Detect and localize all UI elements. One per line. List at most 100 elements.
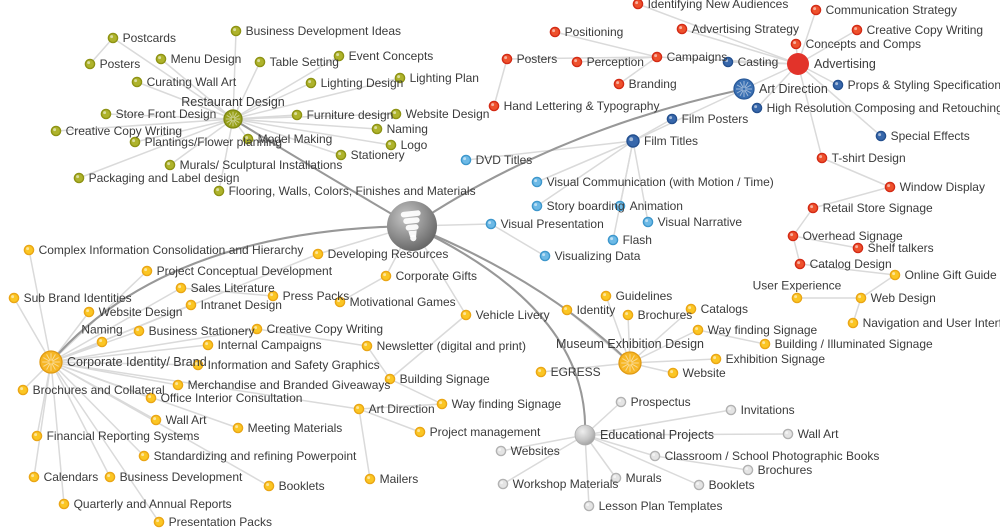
node-dot[interactable] (889, 269, 901, 281)
node-dot[interactable] (361, 340, 373, 352)
node-dot[interactable] (364, 473, 376, 485)
node-dot[interactable] (164, 159, 176, 171)
node[interactable] (832, 79, 844, 91)
node[interactable] (607, 234, 619, 246)
node-dot[interactable] (497, 478, 509, 490)
node[interactable] (305, 77, 317, 89)
node[interactable] (390, 108, 402, 120)
node[interactable] (488, 100, 500, 112)
node[interactable] (460, 154, 472, 166)
node-dot[interactable] (790, 38, 802, 50)
node-dot[interactable] (607, 234, 619, 246)
node-dot[interactable] (693, 479, 705, 491)
node[interactable] (667, 367, 679, 379)
node-dot[interactable] (202, 339, 214, 351)
node-dot[interactable] (263, 480, 275, 492)
hub-node[interactable] (223, 109, 243, 129)
node[interactable] (614, 200, 626, 212)
node[interactable] (531, 200, 543, 212)
node[interactable] (794, 258, 806, 270)
node[interactable] (58, 498, 70, 510)
node[interactable] (364, 473, 376, 485)
node-dot[interactable] (832, 79, 844, 91)
node[interactable] (583, 500, 595, 512)
node[interactable] (371, 123, 383, 135)
node-dot[interactable] (23, 244, 35, 256)
node-dot[interactable] (185, 299, 197, 311)
node-dot[interactable] (107, 32, 119, 44)
node-dot[interactable] (571, 56, 583, 68)
node-dot[interactable] (794, 258, 806, 270)
node-dot[interactable] (501, 53, 513, 65)
node[interactable] (384, 373, 396, 385)
node-dot[interactable] (852, 242, 864, 254)
node[interactable] (263, 480, 275, 492)
node-dot[interactable] (172, 379, 184, 391)
node-dot[interactable] (312, 248, 324, 260)
node-dot[interactable] (816, 152, 828, 164)
node[interactable] (202, 339, 214, 351)
node[interactable] (133, 325, 145, 337)
node[interactable] (782, 428, 794, 440)
node[interactable] (685, 303, 697, 315)
node-dot[interactable] (436, 398, 448, 410)
node-dot[interactable] (807, 202, 819, 214)
node[interactable] (693, 479, 705, 491)
node[interactable] (185, 299, 197, 311)
node-dot[interactable] (414, 426, 426, 438)
node-dot[interactable] (153, 516, 165, 528)
node[interactable] (807, 202, 819, 214)
node-dot[interactable] (642, 216, 654, 228)
node-dot[interactable] (131, 76, 143, 88)
node-dot[interactable] (787, 230, 799, 242)
node-dot[interactable] (460, 154, 472, 166)
node[interactable] (334, 296, 346, 308)
node[interactable] (138, 450, 150, 462)
node[interactable] (642, 216, 654, 228)
node[interactable] (96, 336, 108, 348)
node[interactable] (8, 292, 20, 304)
node-dot[interactable] (676, 23, 688, 35)
hub-dot[interactable] (733, 78, 755, 100)
node-dot[interactable] (615, 396, 627, 408)
node[interactable] (141, 265, 153, 277)
node[interactable] (725, 404, 737, 416)
node-dot[interactable] (104, 471, 116, 483)
node-dot[interactable] (31, 430, 43, 442)
node-dot[interactable] (155, 53, 167, 65)
node-dot[interactable] (884, 181, 896, 193)
node[interactable] (73, 172, 85, 184)
node-dot[interactable] (100, 108, 112, 120)
node[interactable] (414, 426, 426, 438)
node-dot[interactable] (460, 309, 472, 321)
node[interactable] (150, 414, 162, 426)
node-dot[interactable] (8, 292, 20, 304)
node[interactable] (242, 133, 254, 145)
node-dot[interactable] (380, 270, 392, 282)
node[interactable] (632, 0, 644, 10)
node[interactable] (267, 290, 279, 302)
hub-dot[interactable] (618, 351, 642, 375)
node[interactable] (561, 304, 573, 316)
node[interactable] (145, 392, 157, 404)
hub-node[interactable] (733, 78, 755, 100)
node-dot[interactable] (782, 428, 794, 440)
node[interactable] (790, 38, 802, 50)
node[interactable] (539, 250, 551, 262)
node[interactable] (651, 51, 663, 63)
node-dot[interactable] (133, 325, 145, 337)
node[interactable] (600, 290, 612, 302)
node-dot[interactable] (73, 172, 85, 184)
hub-dot[interactable] (223, 109, 243, 129)
node-dot[interactable] (875, 130, 887, 142)
node[interactable] (385, 139, 397, 151)
node[interactable] (107, 32, 119, 44)
node-dot[interactable] (141, 265, 153, 277)
node-dot[interactable] (371, 123, 383, 135)
node-dot[interactable] (539, 250, 551, 262)
node-dot[interactable] (742, 464, 754, 476)
node[interactable] (759, 338, 771, 350)
node[interactable] (710, 353, 722, 365)
node[interactable] (884, 181, 896, 193)
node[interactable] (104, 471, 116, 483)
